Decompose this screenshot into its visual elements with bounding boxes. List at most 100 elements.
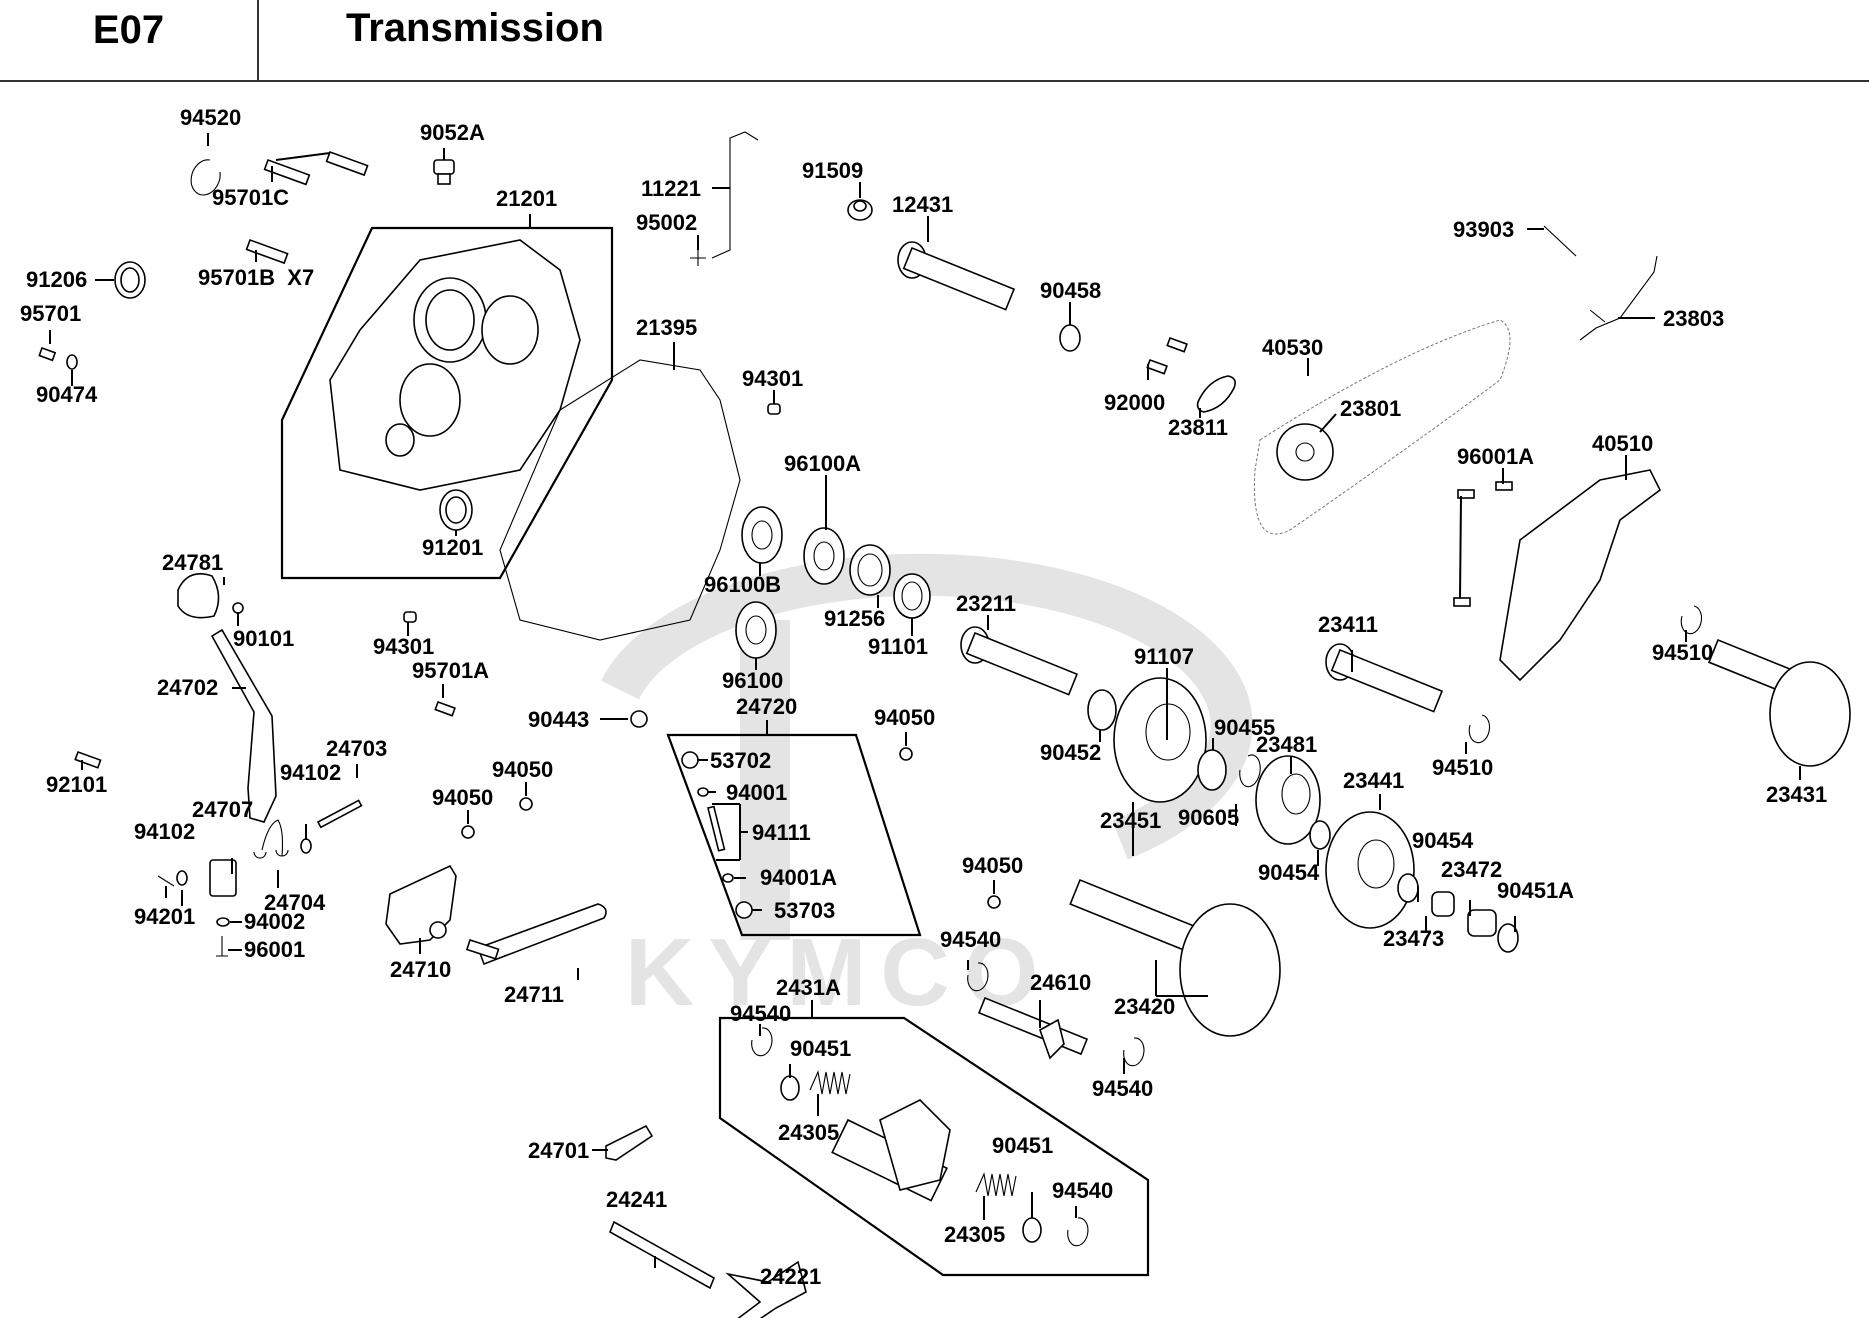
label-96100a[interactable]: 96100A bbox=[784, 451, 861, 476]
label-23411[interactable]: 23411 bbox=[1318, 612, 1378, 637]
label-2431a[interactable]: 2431A bbox=[776, 975, 841, 1000]
label-24720[interactable]: 24720 bbox=[736, 694, 797, 719]
label-94050-d[interactable]: 94050 bbox=[962, 853, 1023, 878]
label-95701[interactable]: 95701 bbox=[20, 301, 81, 326]
label-94102-upper[interactable]: 94102 bbox=[280, 760, 341, 785]
label-94201[interactable]: 94201 bbox=[134, 904, 195, 929]
nut-94050-icon[interactable] bbox=[987, 895, 1001, 909]
label-24711[interactable]: 24711 bbox=[504, 982, 564, 1007]
bolt-96001-icon[interactable] bbox=[216, 936, 228, 957]
label-90452[interactable]: 90452 bbox=[1040, 740, 1101, 765]
oil-seal-91101-icon[interactable] bbox=[893, 573, 931, 619]
label-94540-c[interactable]: 94540 bbox=[730, 1001, 791, 1026]
bearing-96100a-icon[interactable] bbox=[803, 527, 845, 585]
drive-chain-40530-icon[interactable] bbox=[1253, 319, 1511, 535]
label-90605[interactable]: 90605 bbox=[1178, 805, 1239, 830]
label-90451a[interactable]: 90451A bbox=[1497, 878, 1574, 903]
circlip-94510-icon[interactable] bbox=[1680, 605, 1703, 635]
label-90455[interactable]: 90455 bbox=[1214, 715, 1275, 740]
label-12431[interactable]: 12431 bbox=[892, 192, 953, 217]
label-24707[interactable]: 24707 bbox=[192, 797, 253, 822]
spring-24704-icon[interactable] bbox=[253, 819, 289, 859]
label-9052a[interactable]: 9052A bbox=[420, 120, 485, 145]
oil-seal-91201-icon[interactable] bbox=[439, 489, 473, 531]
washer-94001-icon[interactable] bbox=[697, 787, 709, 797]
sensor-lever-23803-icon[interactable] bbox=[1579, 255, 1658, 341]
pin-24703-icon[interactable] bbox=[316, 799, 363, 829]
label-24701[interactable]: 24701 bbox=[528, 1138, 589, 1163]
pin-93903-icon[interactable] bbox=[1543, 225, 1577, 257]
circlip-94540-icon[interactable] bbox=[1123, 1037, 1145, 1067]
label-96001[interactable]: 96001 bbox=[244, 937, 305, 962]
nut-90443-icon[interactable] bbox=[630, 710, 648, 728]
dowel-pin-94301-icon[interactable] bbox=[767, 403, 781, 415]
label-92101[interactable]: 92101 bbox=[46, 772, 107, 797]
circlip-94510-icon[interactable] bbox=[1468, 714, 1491, 744]
nut-94002-icon[interactable] bbox=[216, 917, 230, 927]
circlip-94520-icon[interactable] bbox=[190, 159, 221, 196]
neutral-switch-91509-icon[interactable] bbox=[847, 199, 873, 221]
label-91101[interactable]: 91101 bbox=[868, 634, 928, 659]
label-91509[interactable]: 91509 bbox=[802, 158, 863, 183]
label-95701b[interactable]: 95701B X7 bbox=[198, 265, 314, 290]
bolt-95701b-icon[interactable] bbox=[245, 238, 289, 265]
label-90454-left[interactable]: 90454 bbox=[1258, 860, 1320, 885]
washer-90451a-icon[interactable] bbox=[1497, 923, 1519, 953]
chain-guard-40510-icon[interactable] bbox=[1499, 469, 1662, 682]
label-21395[interactable]: 21395 bbox=[636, 315, 697, 340]
label-24703[interactable]: 24703 bbox=[326, 736, 387, 761]
counter-shaft-23211-icon[interactable] bbox=[960, 626, 1079, 696]
circlip-94540-icon[interactable] bbox=[751, 1027, 773, 1057]
washer-90455-icon[interactable] bbox=[1197, 749, 1227, 791]
washer-94001a-icon[interactable] bbox=[722, 873, 734, 883]
label-94540-d[interactable]: 94540 bbox=[1052, 1178, 1113, 1203]
spring-24305-icon[interactable] bbox=[809, 1070, 851, 1095]
label-94111[interactable]: 94111 bbox=[752, 820, 811, 845]
label-23441[interactable]: 23441 bbox=[1343, 768, 1404, 793]
detent-53703-icon[interactable] bbox=[735, 901, 753, 919]
screw-90101-icon[interactable] bbox=[232, 602, 244, 614]
bolt-96001a-icon[interactable] bbox=[1453, 481, 1513, 607]
label-24702[interactable]: 24702 bbox=[157, 675, 218, 700]
label-23451[interactable]: 23451 bbox=[1100, 808, 1161, 833]
bolt-92000-icon[interactable] bbox=[1146, 336, 1188, 375]
washer-90451-icon[interactable] bbox=[1022, 1217, 1042, 1243]
label-96100b[interactable]: 96100B bbox=[704, 572, 781, 597]
shift-lever-24702-icon[interactable] bbox=[210, 628, 277, 823]
transmission-case-cover-21201-icon[interactable] bbox=[329, 239, 581, 491]
label-24305-upper[interactable]: 24305 bbox=[778, 1120, 839, 1145]
label-94001[interactable]: 94001 bbox=[726, 780, 787, 805]
label-24781[interactable]: 24781 bbox=[162, 550, 223, 575]
label-96100[interactable]: 96100 bbox=[722, 668, 783, 693]
label-23431[interactable]: 23431 bbox=[1766, 782, 1827, 807]
label-90451-upper[interactable]: 90451 bbox=[790, 1036, 851, 1061]
bolt-92101-icon[interactable] bbox=[74, 750, 102, 769]
label-90454-right[interactable]: 90454 bbox=[1412, 828, 1474, 853]
washer-90474-icon[interactable] bbox=[66, 354, 78, 370]
countershaft-gear-23420-icon[interactable] bbox=[1069, 878, 1281, 1037]
label-40510[interactable]: 40510 bbox=[1592, 431, 1653, 456]
label-23473[interactable]: 23473 bbox=[1383, 926, 1444, 951]
gear-23451-icon[interactable] bbox=[1113, 677, 1207, 803]
oil-seal-91206-icon[interactable] bbox=[114, 261, 146, 299]
cotter-pin-94201-icon[interactable] bbox=[157, 875, 175, 887]
bearing-96100-icon[interactable] bbox=[735, 601, 777, 659]
fork-rod-24241-icon[interactable] bbox=[608, 1220, 716, 1290]
bushing-23472-icon[interactable] bbox=[1467, 909, 1497, 937]
label-91256[interactable]: 91256 bbox=[824, 606, 885, 631]
washer-90451-icon[interactable] bbox=[780, 1075, 800, 1101]
nut-94050-icon[interactable] bbox=[899, 747, 913, 761]
label-94510-upper[interactable]: 94510 bbox=[1652, 640, 1713, 665]
label-94510-lower[interactable]: 94510 bbox=[1432, 755, 1493, 780]
label-23481[interactable]: 23481 bbox=[1256, 732, 1317, 757]
label-90101[interactable]: 90101 bbox=[233, 626, 294, 651]
bolt-95701c-icon[interactable] bbox=[263, 150, 369, 186]
breather-hose-11221-icon[interactable] bbox=[711, 131, 759, 259]
bolt-95701a-icon[interactable] bbox=[434, 700, 456, 717]
label-40530[interactable]: 40530 bbox=[1262, 335, 1323, 360]
label-94301-upper[interactable]: 94301 bbox=[742, 366, 803, 391]
circlip-94540-icon[interactable] bbox=[1067, 1217, 1089, 1247]
label-21201[interactable]: 21201 bbox=[496, 186, 557, 211]
label-11221[interactable]: 11221 bbox=[641, 176, 701, 201]
bolt-95701-icon[interactable] bbox=[38, 346, 57, 362]
